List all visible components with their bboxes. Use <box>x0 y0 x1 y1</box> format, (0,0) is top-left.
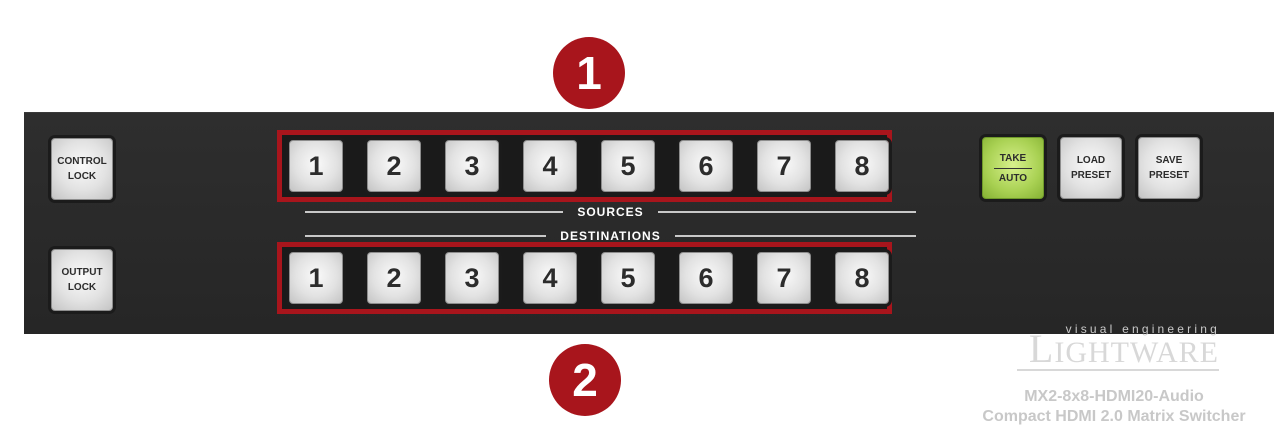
destination-button-2[interactable]: 2 <box>367 252 421 304</box>
save-label: SAVE <box>1155 155 1183 166</box>
device-description: Compact HDMI 2.0 Matrix Switcher <box>982 408 1246 425</box>
auto-label: AUTO <box>998 172 1028 184</box>
load-label: LOAD <box>1076 155 1106 166</box>
brand-logo: LIGHTWARE <box>1017 329 1219 371</box>
destination-button-1[interactable]: 1 <box>289 252 343 304</box>
brand-logo-rest: IGHTWARE <box>1054 336 1219 369</box>
destinations-label: DESTINATIONS <box>560 229 661 243</box>
control-lock-label-2: LOCK <box>67 171 97 182</box>
take-label: TAKE <box>999 152 1027 164</box>
source-button-8[interactable]: 8 <box>835 140 889 192</box>
load-preset-button[interactable]: LOAD PRESET <box>1060 137 1122 199</box>
callout-1: 1 <box>553 37 625 109</box>
brand-tagline: visual engineering <box>1065 322 1220 336</box>
output-lock-label-2: LOCK <box>67 282 97 293</box>
destination-button-8[interactable]: 8 <box>835 252 889 304</box>
destination-button-5[interactable]: 5 <box>601 252 655 304</box>
source-button-1[interactable]: 1 <box>289 140 343 192</box>
device-model: MX2-8x8-HDMI20-Audio <box>1024 388 1204 405</box>
source-button-2[interactable]: 2 <box>367 140 421 192</box>
source-button-3[interactable]: 3 <box>445 140 499 192</box>
save-preset-button[interactable]: SAVE PRESET <box>1138 137 1200 199</box>
destination-button-6[interactable]: 6 <box>679 252 733 304</box>
destination-button-4[interactable]: 4 <box>523 252 577 304</box>
source-button-4[interactable]: 4 <box>523 140 577 192</box>
source-button-5[interactable]: 5 <box>601 140 655 192</box>
sources-label: SOURCES <box>577 205 644 219</box>
output-lock-label-1: OUTPUT <box>61 267 103 278</box>
destinations-divider: DESTINATIONS <box>305 227 917 245</box>
destination-button-7[interactable]: 7 <box>757 252 811 304</box>
save-preset-label: PRESET <box>1148 170 1189 181</box>
output-lock-button[interactable]: OUTPUT LOCK <box>51 249 113 311</box>
take-auto-button[interactable]: TAKE AUTO <box>982 137 1044 199</box>
sources-divider: SOURCES <box>305 203 916 221</box>
brand-logo-initial: L <box>1028 326 1055 371</box>
control-lock-label-1: CONTROL <box>57 156 107 167</box>
source-button-6[interactable]: 6 <box>679 140 733 192</box>
control-lock-button[interactable]: CONTROL LOCK <box>51 138 113 200</box>
callout-2: 2 <box>549 344 621 416</box>
source-button-7[interactable]: 7 <box>757 140 811 192</box>
load-preset-label: PRESET <box>1070 170 1111 181</box>
destination-button-3[interactable]: 3 <box>445 252 499 304</box>
